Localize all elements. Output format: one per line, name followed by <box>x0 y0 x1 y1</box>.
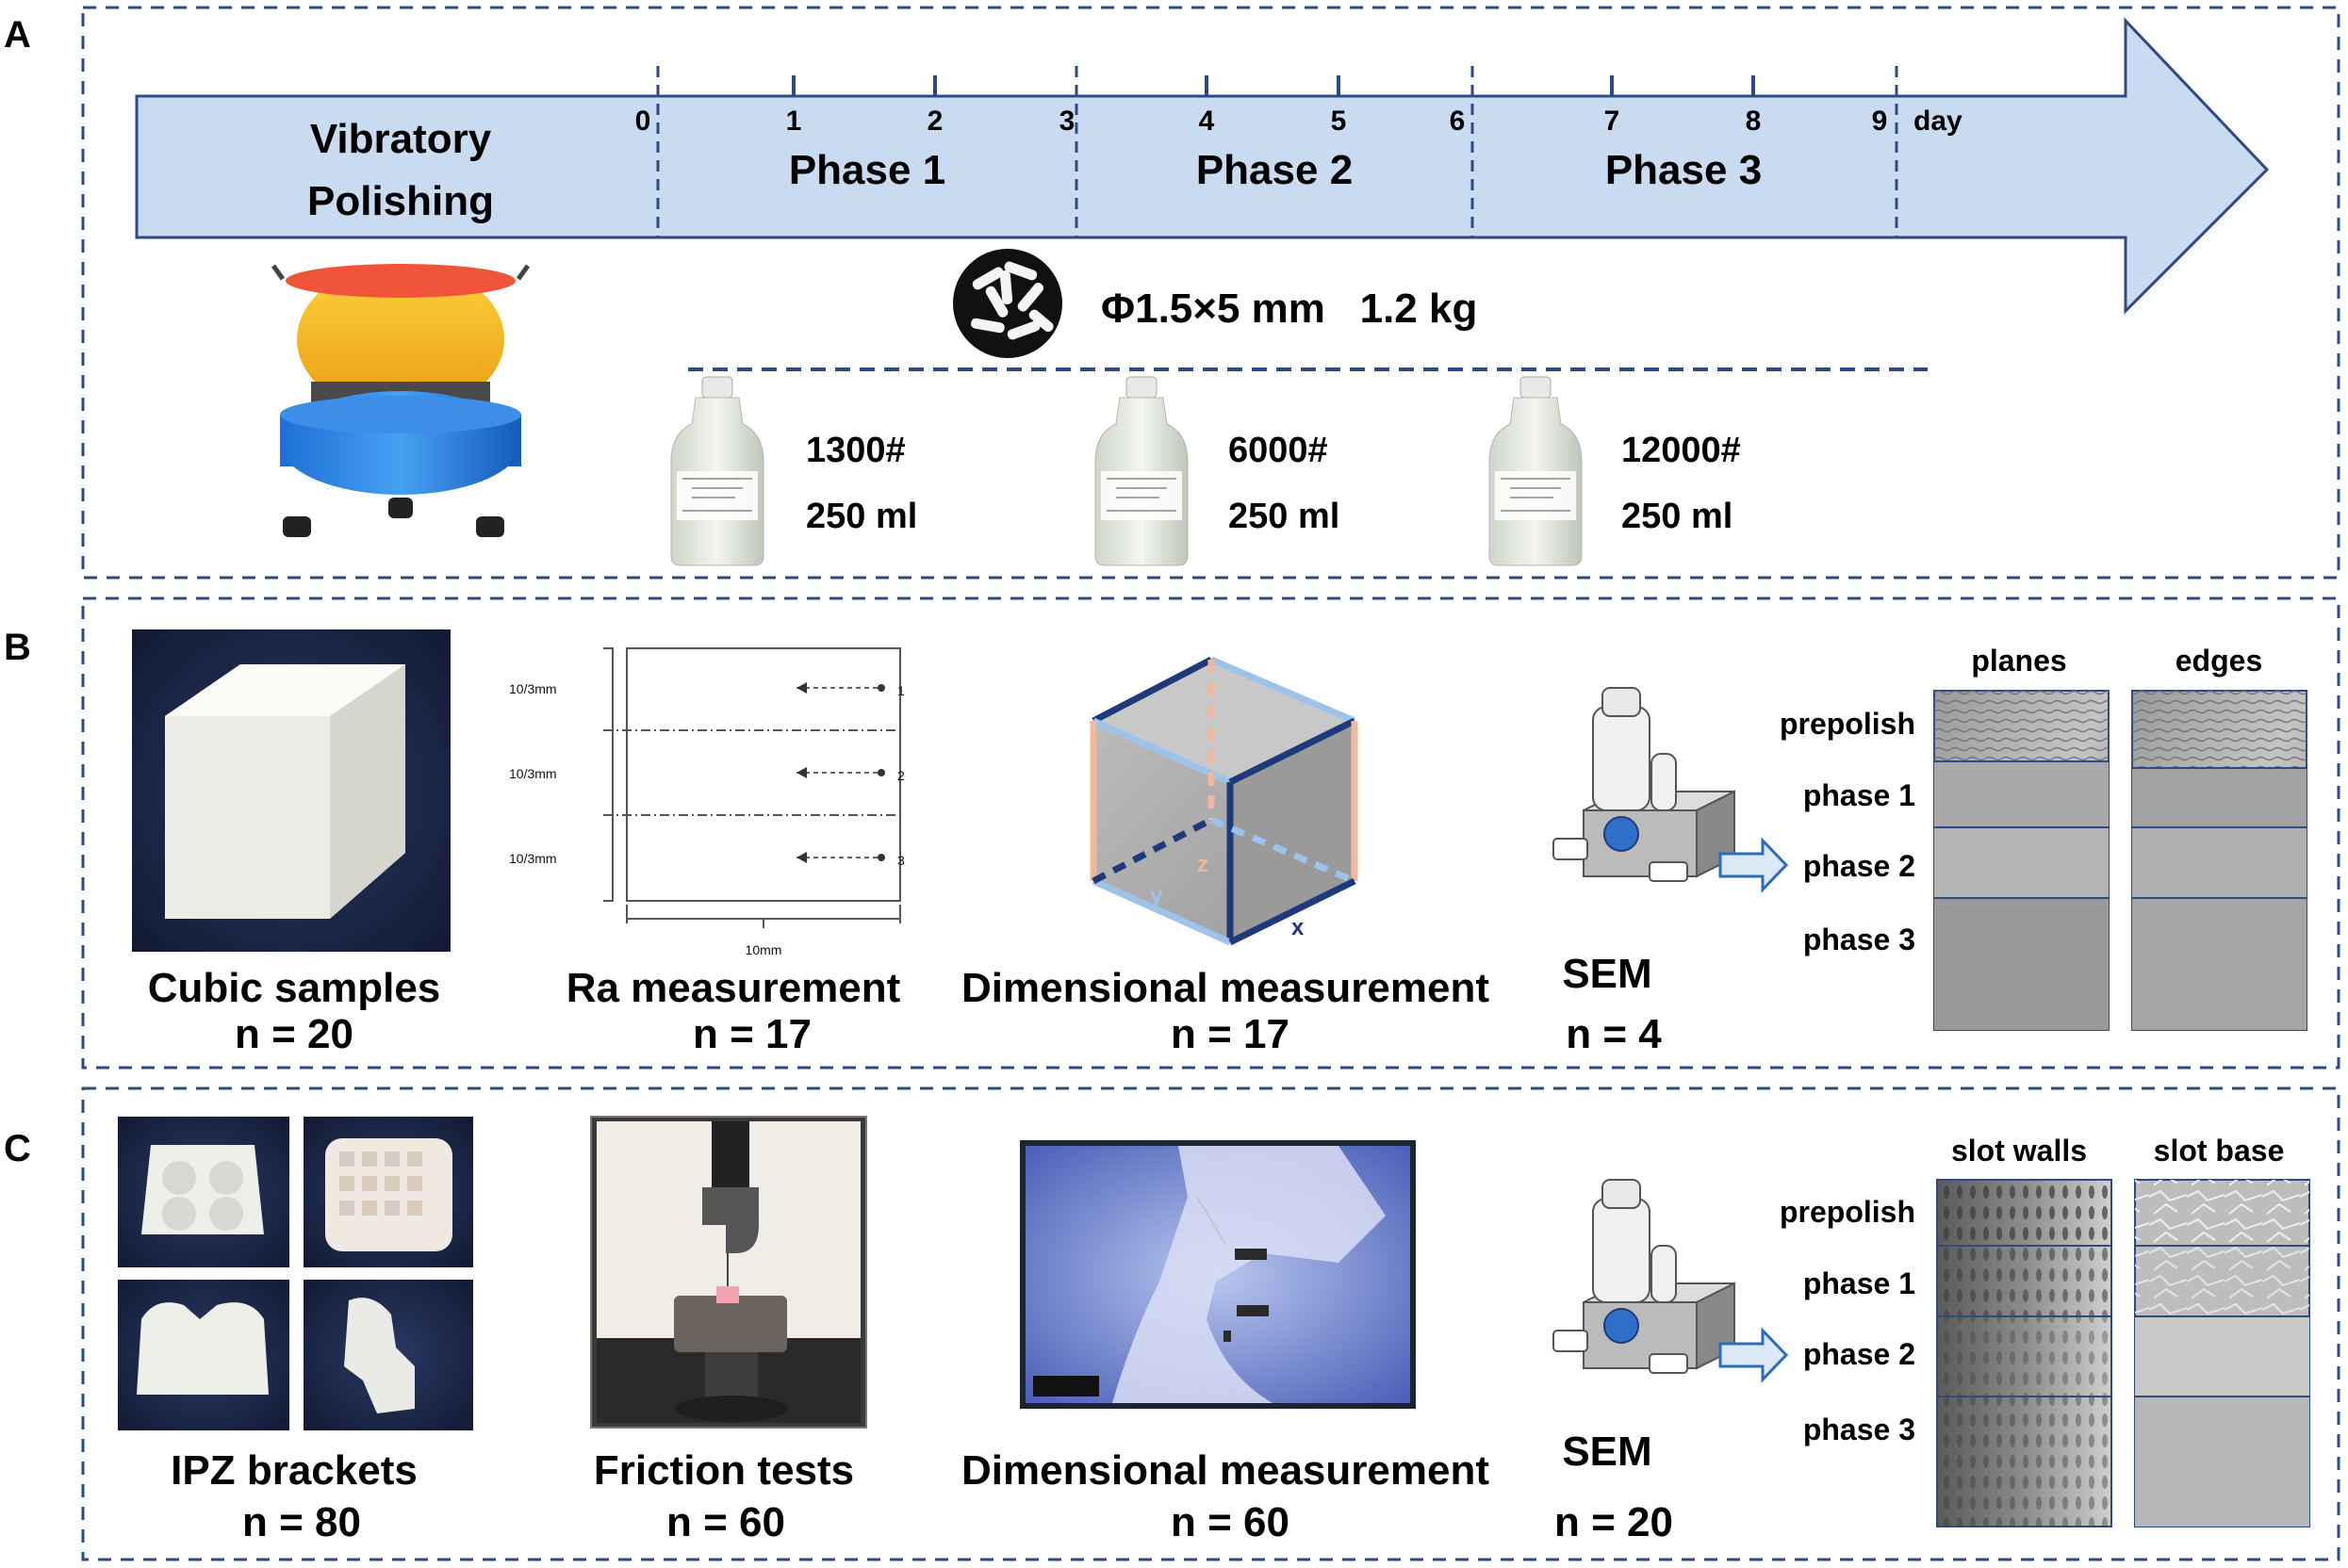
panel-letter-a: A <box>4 14 31 56</box>
stereo-microscope-photo <box>1020 1140 1416 1409</box>
sem-c-row-prepolish: prepolish <box>1780 1195 1915 1229</box>
dimensional-cube-diagram <box>1090 656 1358 946</box>
panel-letter-c: C <box>4 1128 31 1169</box>
ra-line-label-1: 1 <box>897 683 905 698</box>
dimensional-count-c: n = 60 <box>1171 1499 1289 1545</box>
sem-c-slot-walls-column <box>1936 1179 2112 1527</box>
sem-c-row-phase2: phase 2 <box>1803 1337 1915 1371</box>
ra-seg-label-2: 10/3mm <box>509 766 557 781</box>
day-unit-label: day <box>1913 106 1962 137</box>
sem-b-row-phase2: phase 2 <box>1803 849 1915 883</box>
cube-axis-z: z <box>1197 852 1208 877</box>
sem-b-row-phase3: phase 3 <box>1803 923 1915 956</box>
dimensional-title-c: Dimensional measurement <box>961 1447 1489 1494</box>
sem-title-b: SEM <box>1562 951 1651 997</box>
sem-b-row-prepolish: prepolish <box>1780 707 1915 741</box>
sem-microscope-icon <box>1552 687 1735 882</box>
ra-line-label-2: 2 <box>897 768 905 783</box>
tick-label: 4 <box>1199 106 1215 137</box>
ipz-bracket-photos <box>118 1117 473 1430</box>
ipz-brackets-title: IPZ brackets <box>171 1447 418 1494</box>
phase-label-3: Phase 3 <box>1605 147 1762 193</box>
vibratory-label-line2: Polishing <box>307 178 494 224</box>
ra-measurement-title: Ra measurement <box>566 965 901 1011</box>
sem-count-b: n = 4 <box>1566 1011 1662 1057</box>
ra-width-label: 10mm <box>746 942 782 957</box>
flow-arrow-b <box>1718 837 1789 893</box>
sem-c-col-slot-walls: slot walls <box>1951 1134 2087 1168</box>
bottle-2-grit: 6000# <box>1228 431 1328 470</box>
tick-label: 5 <box>1331 106 1347 137</box>
dimensional-count-b: n = 17 <box>1171 1011 1289 1057</box>
friction-test-photo <box>590 1116 867 1429</box>
sem-title-c: SEM <box>1562 1429 1651 1475</box>
flow-arrow-c <box>1718 1327 1789 1383</box>
tick-label: 2 <box>928 106 944 137</box>
tick-label: 1 <box>786 106 802 137</box>
bottle-1-grit: 1300# <box>806 431 906 470</box>
cubic-samples-count: n = 20 <box>235 1011 353 1057</box>
polishing-liquid-bottle-2 <box>1094 376 1189 566</box>
sem-b-row-phase1: phase 1 <box>1803 778 1915 812</box>
ra-line-label-3: 3 <box>897 853 905 868</box>
sem-microscope-icon <box>1552 1179 1735 1374</box>
dimensional-title-b: Dimensional measurement <box>961 965 1489 1011</box>
sem-c-row-phase3: phase 3 <box>1803 1413 1915 1446</box>
panel-a-border <box>81 6 2340 580</box>
bottle-1-volume: 250 ml <box>806 497 917 536</box>
tick-label: 6 <box>1450 106 1466 137</box>
day-ticks <box>792 75 1755 96</box>
cube-axis-y: y <box>1150 883 1163 908</box>
phase-label-1: Phase 1 <box>789 147 945 193</box>
sem-b-col-edges: edges <box>2176 644 2262 678</box>
day-tick-labels: 0 1 2 3 4 5 6 7 8 9 day <box>635 106 1962 137</box>
sem-b-edges-column <box>2131 690 2307 1031</box>
tick-label: 7 <box>1604 106 1620 137</box>
cube-axis-x: x <box>1291 915 1305 940</box>
ra-seg-label-1: 10/3mm <box>509 681 557 696</box>
bottle-3-volume: 250 ml <box>1621 497 1732 536</box>
phase-label-2: Phase 2 <box>1196 147 1353 193</box>
tick-label: 9 <box>1872 106 1888 137</box>
cubic-sample-photo <box>132 629 451 952</box>
tick-label: 3 <box>1059 106 1075 137</box>
tick-label: 8 <box>1746 106 1762 137</box>
bottle-2-volume: 250 ml <box>1228 497 1339 536</box>
cubic-samples-title: Cubic samples <box>148 965 441 1011</box>
media-spec-label: Φ1.5×5 mm 1.2 kg <box>1101 286 1477 332</box>
ra-seg-label-3: 10/3mm <box>509 851 557 866</box>
panel-letter-b: B <box>4 627 31 668</box>
sem-count-c: n = 20 <box>1554 1499 1673 1545</box>
panel-b-border <box>81 596 2340 1070</box>
ceramic-media-image <box>953 249 1062 358</box>
panel-c: C IPZ brackets n = 80 <box>4 1086 2340 1561</box>
panel-b: B Cubic samples n = 20 <box>4 596 2340 1070</box>
polishing-liquid-bottle-3 <box>1488 376 1583 566</box>
vibratory-label-line1: Vibratory <box>310 116 492 162</box>
sem-b-col-planes: planes <box>1971 644 2066 678</box>
vibratory-polisher-image <box>271 264 531 537</box>
sem-c-slot-base-column <box>2134 1179 2310 1527</box>
panel-a: A Vibratory Polishing Phase 1 Phase 2 Ph… <box>4 6 2340 580</box>
ra-measurement-schematic <box>603 647 901 928</box>
friction-tests-count: n = 60 <box>666 1499 785 1545</box>
timeline-arrow <box>135 17 2270 315</box>
polishing-liquid-bottle-1 <box>670 376 764 566</box>
ra-measurement-count: n = 17 <box>693 1011 812 1057</box>
friction-tests-title: Friction tests <box>594 1447 854 1494</box>
tick-label: 0 <box>635 106 651 137</box>
sem-c-col-slot-base: slot base <box>2154 1134 2285 1168</box>
sem-b-planes-column <box>1933 690 2110 1031</box>
phase-dividers <box>656 66 1898 237</box>
bottle-3-grit: 12000# <box>1621 431 1741 470</box>
ipz-brackets-count: n = 80 <box>242 1499 361 1545</box>
sem-c-row-phase1: phase 1 <box>1803 1266 1915 1300</box>
panel-c-border <box>81 1086 2340 1561</box>
